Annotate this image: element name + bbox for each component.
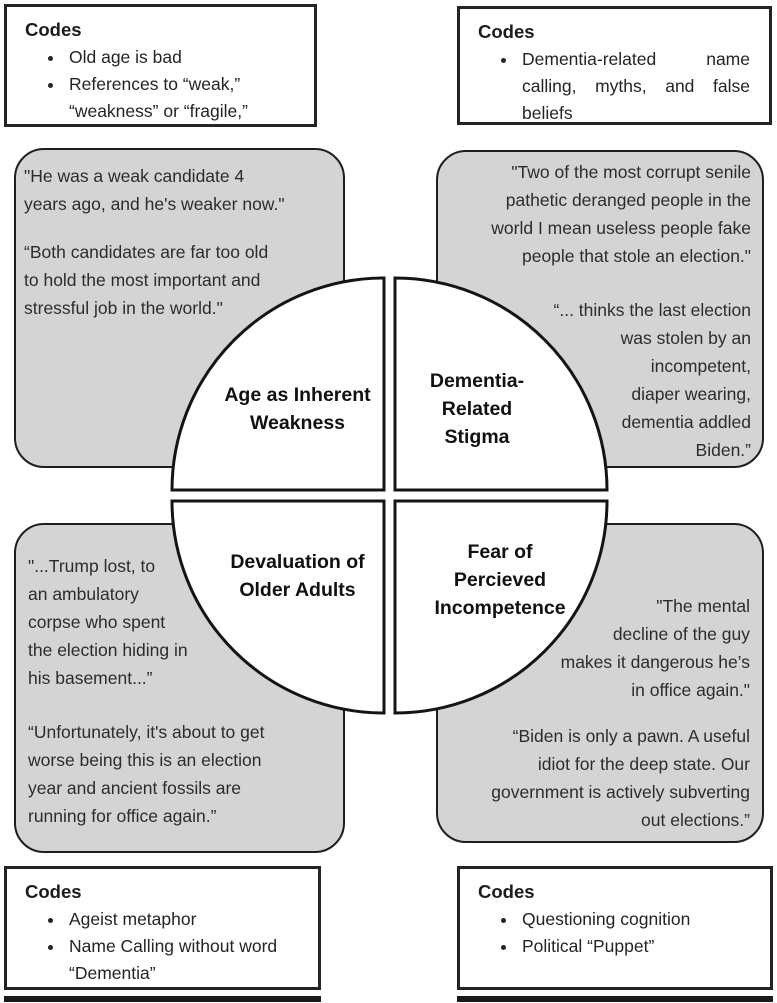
bottom-edge-bar-right — [457, 996, 773, 1002]
codes-list: Old age is bad References to “weak,” “we… — [25, 44, 287, 125]
code-item: Political “Puppet” — [518, 933, 754, 960]
codes-box-top-right: Codes Dementia-related name calling, myt… — [457, 6, 772, 125]
codes-title: Codes — [25, 19, 82, 40]
quote-text: “Biden is only a pawn. A useful idiot fo… — [491, 726, 750, 830]
codes-title: Codes — [25, 881, 82, 902]
code-item: Ageist metaphor — [65, 906, 310, 933]
quote-text: “Both candidates are far too old to hold… — [24, 242, 269, 318]
quote-text: "...Trump lost, to an ambulatory corpse … — [28, 556, 188, 688]
quotes-fear-of-perceived-incompetence: "The mental decline of the guy makes it … — [442, 592, 750, 834]
codes-title: Codes — [478, 881, 535, 902]
quote-text: “Unfortunately, it's about to get worse … — [28, 722, 265, 826]
code-item: Name Calling without word “Dementia” — [65, 933, 310, 987]
theme-line: Percieved — [453, 569, 547, 591]
code-item: Old age is bad — [65, 44, 287, 71]
code-item: References to “weak,” “weakness” or “fra… — [65, 71, 287, 125]
codes-list: Dementia-related name calling, myths, an… — [478, 46, 750, 127]
theme-line: Age as Inherent — [224, 384, 371, 406]
code-item: Dementia-related name calling, myths, an… — [518, 46, 750, 127]
quotes-dementia-related-stigma: "Two of the most corrupt senile pathetic… — [445, 158, 751, 464]
quotes-age-as-inherent-weakness: "He was a weak candidate 4 years ago, an… — [24, 162, 326, 322]
quotes-devaluation-of-older-adults: "...Trump lost, to an ambulatory corpse … — [28, 552, 340, 830]
quote-text: "He was a weak candidate 4 years ago, an… — [24, 166, 285, 214]
theme-line: Fear of — [467, 541, 533, 563]
codes-list: Questioning cognition Political “Puppet” — [478, 906, 754, 960]
quote-text: “... thinks the last election was stolen… — [553, 300, 751, 460]
quote-text: "Two of the most corrupt senile pathetic… — [491, 162, 751, 266]
codes-box-top-left: Codes Old age is bad References to “weak… — [4, 4, 317, 127]
theme-age-as-inherent-weakness: Age as Inherent Weakness — [200, 381, 395, 437]
codes-box-bottom-left: Codes Ageist metaphor Name Calling witho… — [4, 866, 321, 990]
codes-title: Codes — [478, 21, 535, 42]
quote-text: "The mental decline of the guy makes it … — [560, 596, 750, 700]
theme-line: Weakness — [249, 412, 346, 434]
bottom-edge-bar-left — [4, 996, 321, 1002]
codes-box-bottom-right: Codes Questioning cognition Political “P… — [457, 866, 773, 990]
codes-list: Ageist metaphor Name Calling without wor… — [25, 906, 310, 987]
code-item: Questioning cognition — [518, 906, 754, 933]
